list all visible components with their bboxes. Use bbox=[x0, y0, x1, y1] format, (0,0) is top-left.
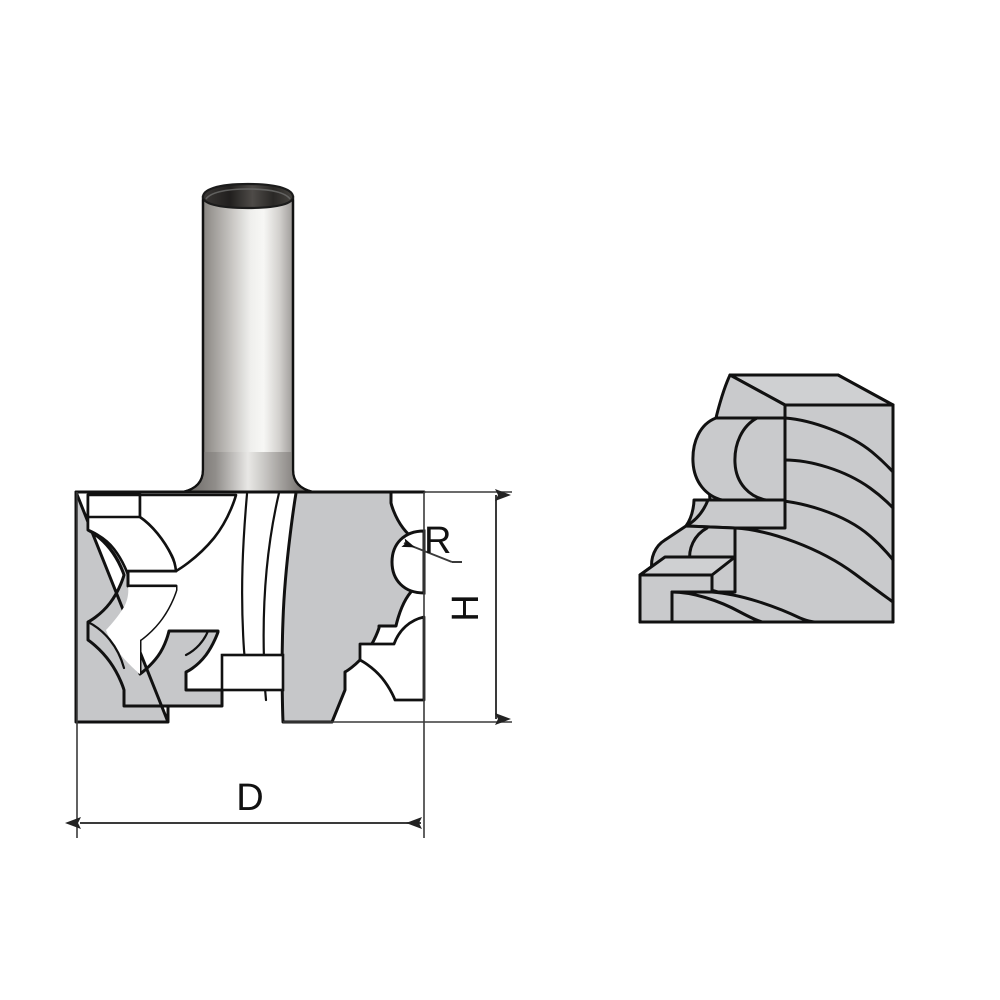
dimension-d-label: D bbox=[236, 777, 263, 819]
dimension-h-label: H bbox=[445, 594, 487, 621]
shank-top-chamfer bbox=[201, 182, 295, 210]
lower-hook-detail bbox=[184, 629, 210, 657]
dimension-r: R bbox=[401, 520, 462, 563]
molding-depth-sweep-1 bbox=[733, 526, 895, 604]
r-leader-line bbox=[401, 538, 453, 563]
cutter-body bbox=[74, 490, 426, 724]
shank-top-inner-edge bbox=[205, 188, 291, 200]
flute-line-outer bbox=[262, 491, 281, 702]
shank bbox=[181, 182, 315, 494]
left-top-step bbox=[86, 493, 142, 519]
body-lower-step bbox=[220, 653, 285, 692]
left-profile-arc-upper bbox=[86, 528, 126, 577]
left-concave-scoop bbox=[138, 493, 238, 573]
dimension-h: H bbox=[445, 489, 511, 725]
molding-upper-bead-sweep-a bbox=[733, 416, 768, 502]
dimension-d: D bbox=[65, 777, 422, 829]
left-profile-inner-notch-mid bbox=[106, 586, 176, 674]
molding-upper-bead-sweep-c bbox=[764, 498, 895, 562]
molding-mid-step bbox=[684, 498, 787, 530]
right-lower-ogee-notch bbox=[358, 615, 426, 702]
molding-second-bead bbox=[783, 416, 895, 474]
bit-elevation-view bbox=[74, 182, 426, 724]
left-profile-arc-lower bbox=[86, 620, 126, 670]
shank-foot-fillet bbox=[183, 452, 313, 492]
dimension-r-label: R bbox=[424, 520, 451, 562]
right-radius-notch bbox=[390, 529, 426, 595]
dimension-annotations: D H R bbox=[65, 489, 512, 838]
molding-sample-view bbox=[638, 373, 895, 624]
molding-upper-bead-sweep-b bbox=[783, 458, 895, 510]
molding-upper-bead bbox=[691, 416, 787, 502]
